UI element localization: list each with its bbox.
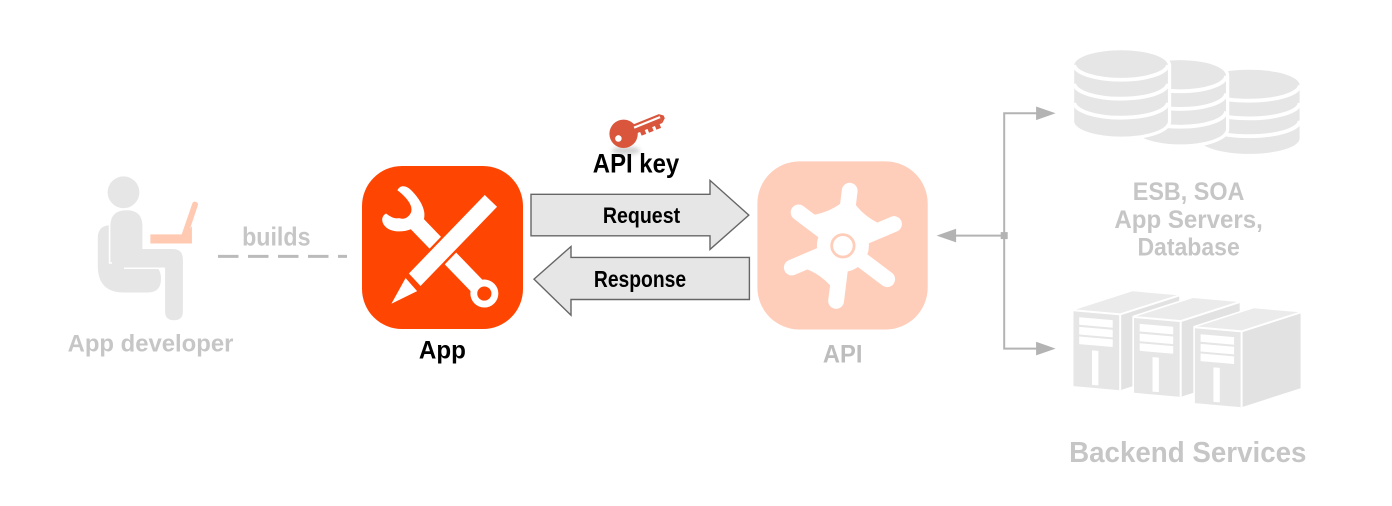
svg-text:API key: API key	[593, 148, 679, 178]
svg-text:App Servers,: App Servers,	[1114, 206, 1262, 234]
svg-text:API: API	[823, 341, 863, 369]
svg-text:Response: Response	[594, 266, 686, 292]
svg-text:App: App	[419, 337, 466, 365]
svg-text:ESB, SOA: ESB, SOA	[1133, 178, 1245, 206]
svg-text:App developer: App developer	[68, 331, 234, 358]
svg-text:builds: builds	[242, 222, 310, 252]
svg-text:Database: Database	[1137, 233, 1239, 261]
svg-text:Request: Request	[603, 203, 681, 228]
svg-text:Backend Services: Backend Services	[1069, 437, 1306, 469]
